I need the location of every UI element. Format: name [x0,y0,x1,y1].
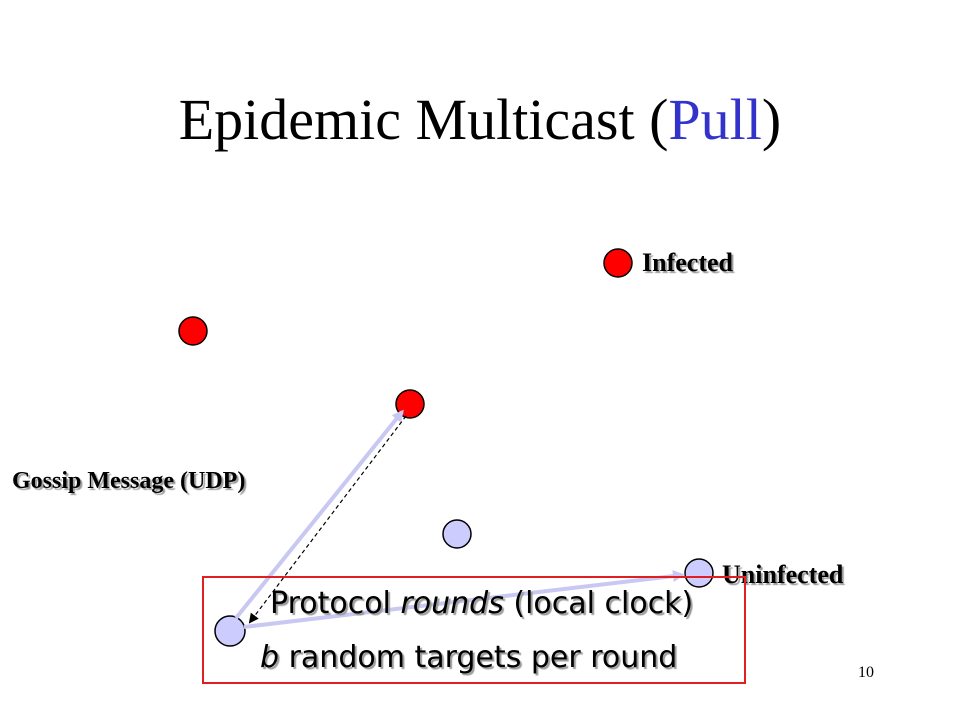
line2-post: random targets per round [279,640,678,675]
protocol-rounds-line: Protocol rounds (local clock) [270,586,693,621]
page-number: 10 [858,664,874,681]
line2-em: b [260,640,280,675]
gossip-message-label: Gossip Message (UDP) [12,468,246,494]
title-highlight: Pull [668,87,762,152]
uninfected-node-1 [442,519,472,549]
slide-title: Epidemic Multicast (Pull) [0,88,960,152]
legend-infected-node [603,248,633,278]
infected-node-1 [178,316,208,346]
protocol-box [202,576,746,684]
line1-em: rounds [400,586,504,621]
title-close: ) [761,87,782,152]
pull-target-arrow [243,570,685,629]
line1-pre: Protocol [270,586,401,621]
pull-request-arrow [234,409,404,620]
title-main: Epidemic Multicast ( [178,87,669,152]
random-targets-line: b random targets per round [260,640,677,675]
legend-infected-label: Infected [642,248,733,277]
pulling-node [214,615,246,647]
line1-post: (local clock) [503,586,694,621]
legend-uninfected-node [684,558,714,588]
gossip-reply-arrow [248,415,407,624]
legend-uninfected-label: Uninfected [722,560,844,589]
